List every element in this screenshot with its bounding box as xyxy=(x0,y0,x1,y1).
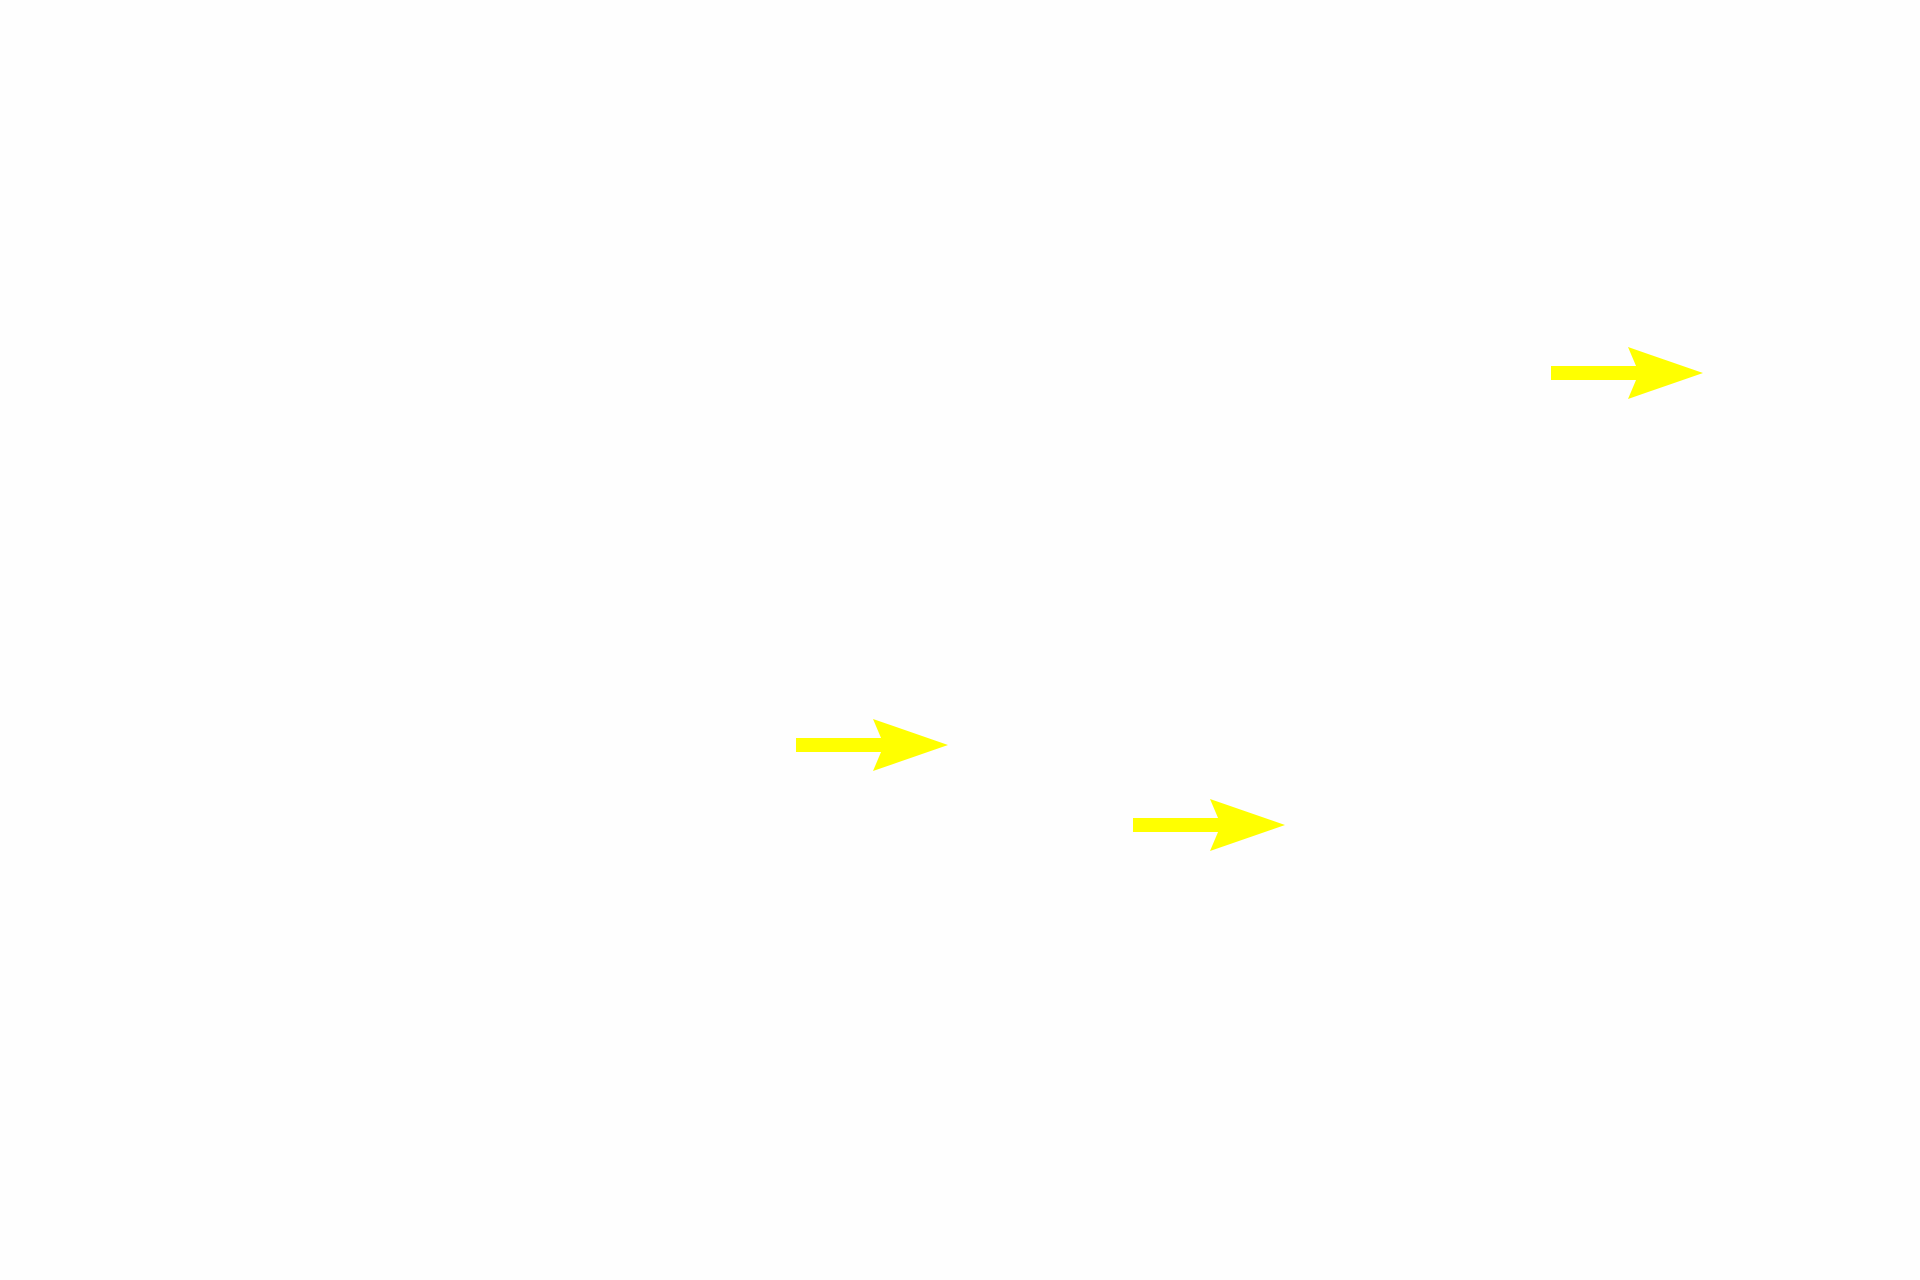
arrow-2-icon xyxy=(796,719,948,771)
arrow-1-icon xyxy=(1551,347,1703,399)
arrow-3-icon xyxy=(1133,799,1285,851)
